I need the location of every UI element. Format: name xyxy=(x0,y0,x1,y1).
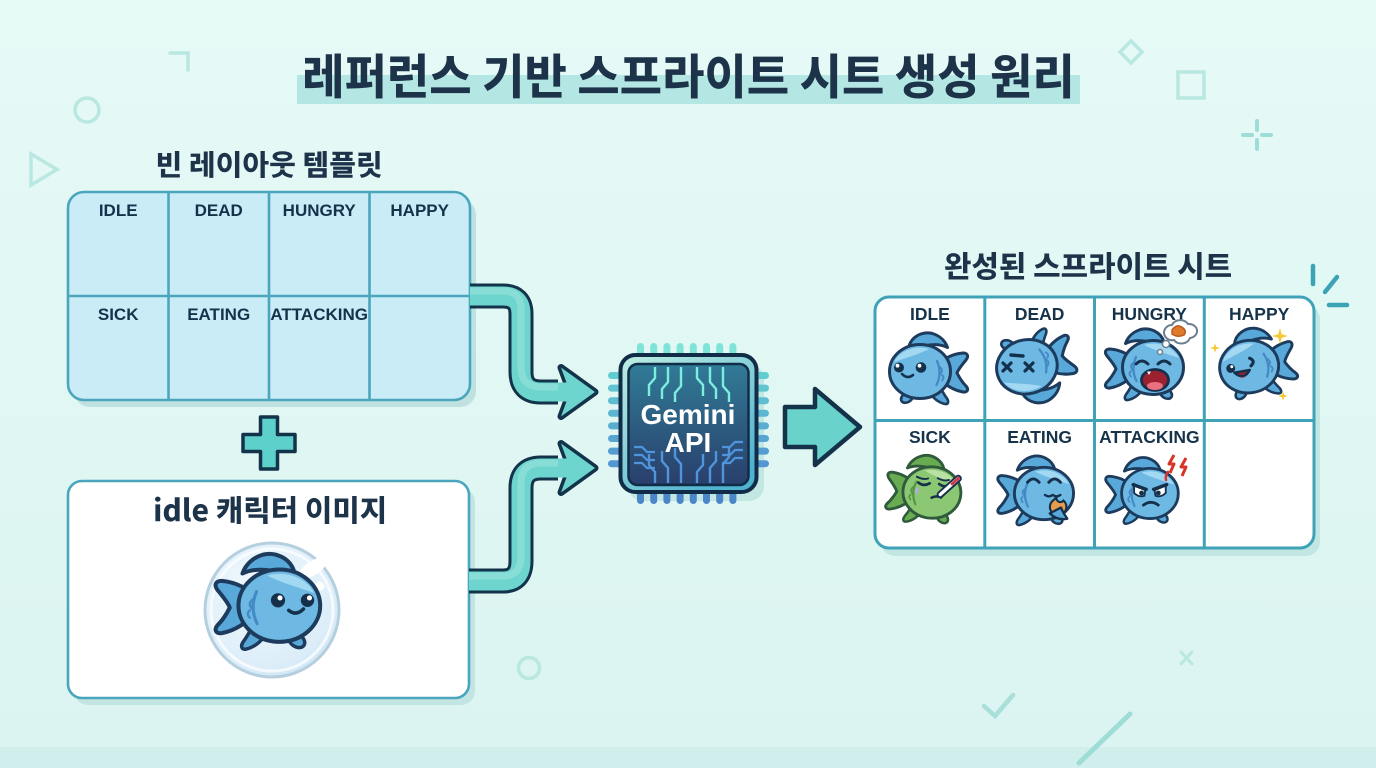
svg-text:HUNGRY: HUNGRY xyxy=(1112,304,1188,324)
svg-text:ATTACKING: ATTACKING xyxy=(270,305,368,324)
svg-text:HAPPY: HAPPY xyxy=(390,201,449,220)
svg-text:Gemini: Gemini xyxy=(641,399,736,430)
svg-text:HAPPY: HAPPY xyxy=(1229,304,1290,324)
svg-text:API: API xyxy=(665,427,712,458)
svg-text:DEAD: DEAD xyxy=(1015,304,1065,324)
svg-text:DEAD: DEAD xyxy=(195,201,243,220)
svg-text:EATING: EATING xyxy=(1007,427,1072,447)
svg-text:ATTACKING: ATTACKING xyxy=(1099,427,1199,447)
svg-text:SICK: SICK xyxy=(98,305,139,324)
svg-text:SICK: SICK xyxy=(909,427,951,447)
svg-text:IDLE: IDLE xyxy=(99,201,138,220)
svg-text:EATING: EATING xyxy=(187,305,250,324)
svg-text:IDLE: IDLE xyxy=(910,304,950,324)
svg-text:HUNGRY: HUNGRY xyxy=(283,201,357,220)
